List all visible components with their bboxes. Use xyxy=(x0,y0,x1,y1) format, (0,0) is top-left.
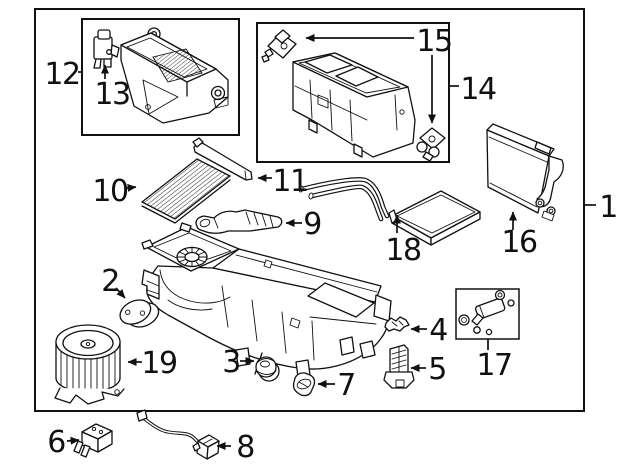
callout-12: 12 xyxy=(44,57,79,92)
part-6-bracket-sensor xyxy=(73,423,113,458)
callout-5: 5 xyxy=(428,352,446,387)
inset-box-14 xyxy=(256,22,450,163)
part-15-actuator-upper xyxy=(261,29,297,63)
part-12-mode-case xyxy=(120,27,229,124)
callout-1: 1 xyxy=(599,190,617,225)
part-2-blower-resistor xyxy=(119,299,160,328)
part-main-housing xyxy=(141,222,392,378)
callout-6: 6 xyxy=(47,425,65,460)
part-18-heater-core-and-pipes xyxy=(298,177,481,246)
part-13-actuator xyxy=(93,29,120,69)
part-4-clip xyxy=(384,316,410,332)
callout-leaders xyxy=(66,34,596,450)
callout-9: 9 xyxy=(303,207,321,242)
part-5-bracket xyxy=(383,344,415,389)
part-8-wire-harness xyxy=(136,409,220,460)
part-3-grommet xyxy=(255,356,280,382)
callout-8: 8 xyxy=(236,430,254,465)
part-7-cap xyxy=(292,372,316,397)
callout-14: 14 xyxy=(460,72,496,107)
outer-assembly-box xyxy=(34,8,585,412)
callout-16: 16 xyxy=(501,225,537,260)
part-16-evaporator-core xyxy=(486,123,564,222)
part-10-cabin-air-filter xyxy=(140,158,232,224)
callout-10: 10 xyxy=(92,174,128,209)
part-9-duct xyxy=(195,209,283,234)
part-17-sensor-kit xyxy=(458,289,515,336)
callout-13: 13 xyxy=(94,77,129,112)
part-15-actuator-lower xyxy=(416,127,446,162)
callout-2: 2 xyxy=(101,264,119,299)
part-19-blower-motor xyxy=(54,324,125,405)
callout-11: 11 xyxy=(272,164,307,199)
inset-box-12 xyxy=(81,18,240,136)
callout-3: 3 xyxy=(222,345,240,380)
callout-18: 18 xyxy=(385,233,421,268)
callout-4: 4 xyxy=(429,313,447,348)
part-14-heater-distribution-case xyxy=(292,52,416,158)
callout-17: 17 xyxy=(476,348,511,383)
part-11-seal-strip xyxy=(192,137,253,181)
callout-19: 19 xyxy=(141,346,176,381)
callout-7: 7 xyxy=(337,368,355,403)
callout-15: 15 xyxy=(416,24,451,59)
